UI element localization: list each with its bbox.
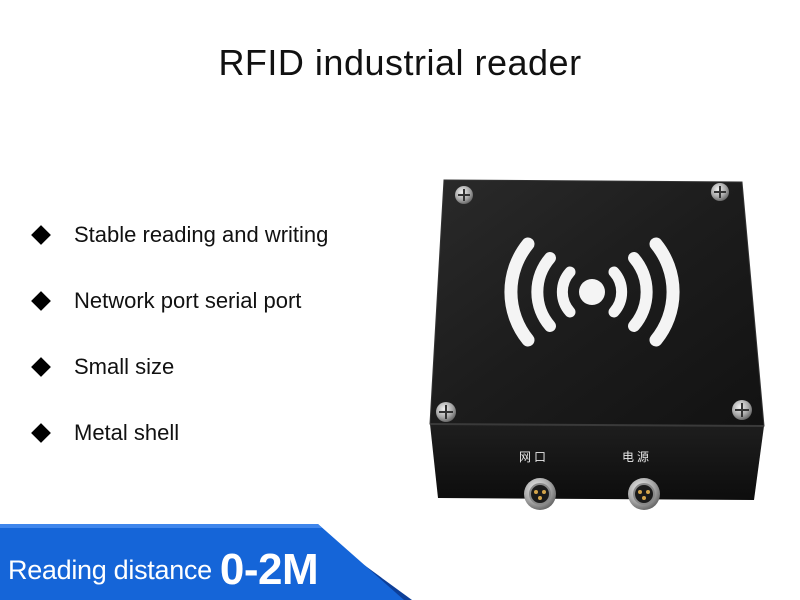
feature-label: Stable reading and writing [74,222,329,247]
connector-icon [524,478,556,510]
banner-background [0,524,412,600]
device-illustration [429,179,765,510]
feature-label: Network port serial port [74,288,302,313]
feature-item: Stable reading and writing [28,218,328,252]
feature-item: Network port serial port [28,284,328,318]
screw-icon [732,400,752,420]
feature-list: Stable reading and writing Network port … [28,218,328,482]
diamond-bullet-icon [31,225,51,245]
feature-item: Metal shell [28,416,328,450]
banner-label: Reading distance [8,554,212,585]
feature-label: Metal shell [74,420,180,445]
screw-icon [436,402,456,422]
diamond-bullet-icon [31,423,51,443]
rfid-wave-icon [504,237,680,347]
rfid-reader-device: 网口 电源 [412,172,782,512]
device-front-face [430,424,764,500]
network-port-label: 网口 [519,450,550,464]
banner-value: 0-2M [219,545,319,594]
feature-item: Small size [28,350,328,384]
feature-label: Small size [74,354,175,379]
diamond-bullet-icon [31,291,51,311]
power-port-label: 电源 [622,450,653,464]
reading-distance-banner: Reading distance 0-2M [8,540,319,600]
screw-icon [455,186,473,204]
diamond-bullet-icon [31,357,51,377]
screw-icon [711,183,729,201]
page-title: RFID industrial reader [218,42,582,83]
connector-icon [628,478,660,510]
